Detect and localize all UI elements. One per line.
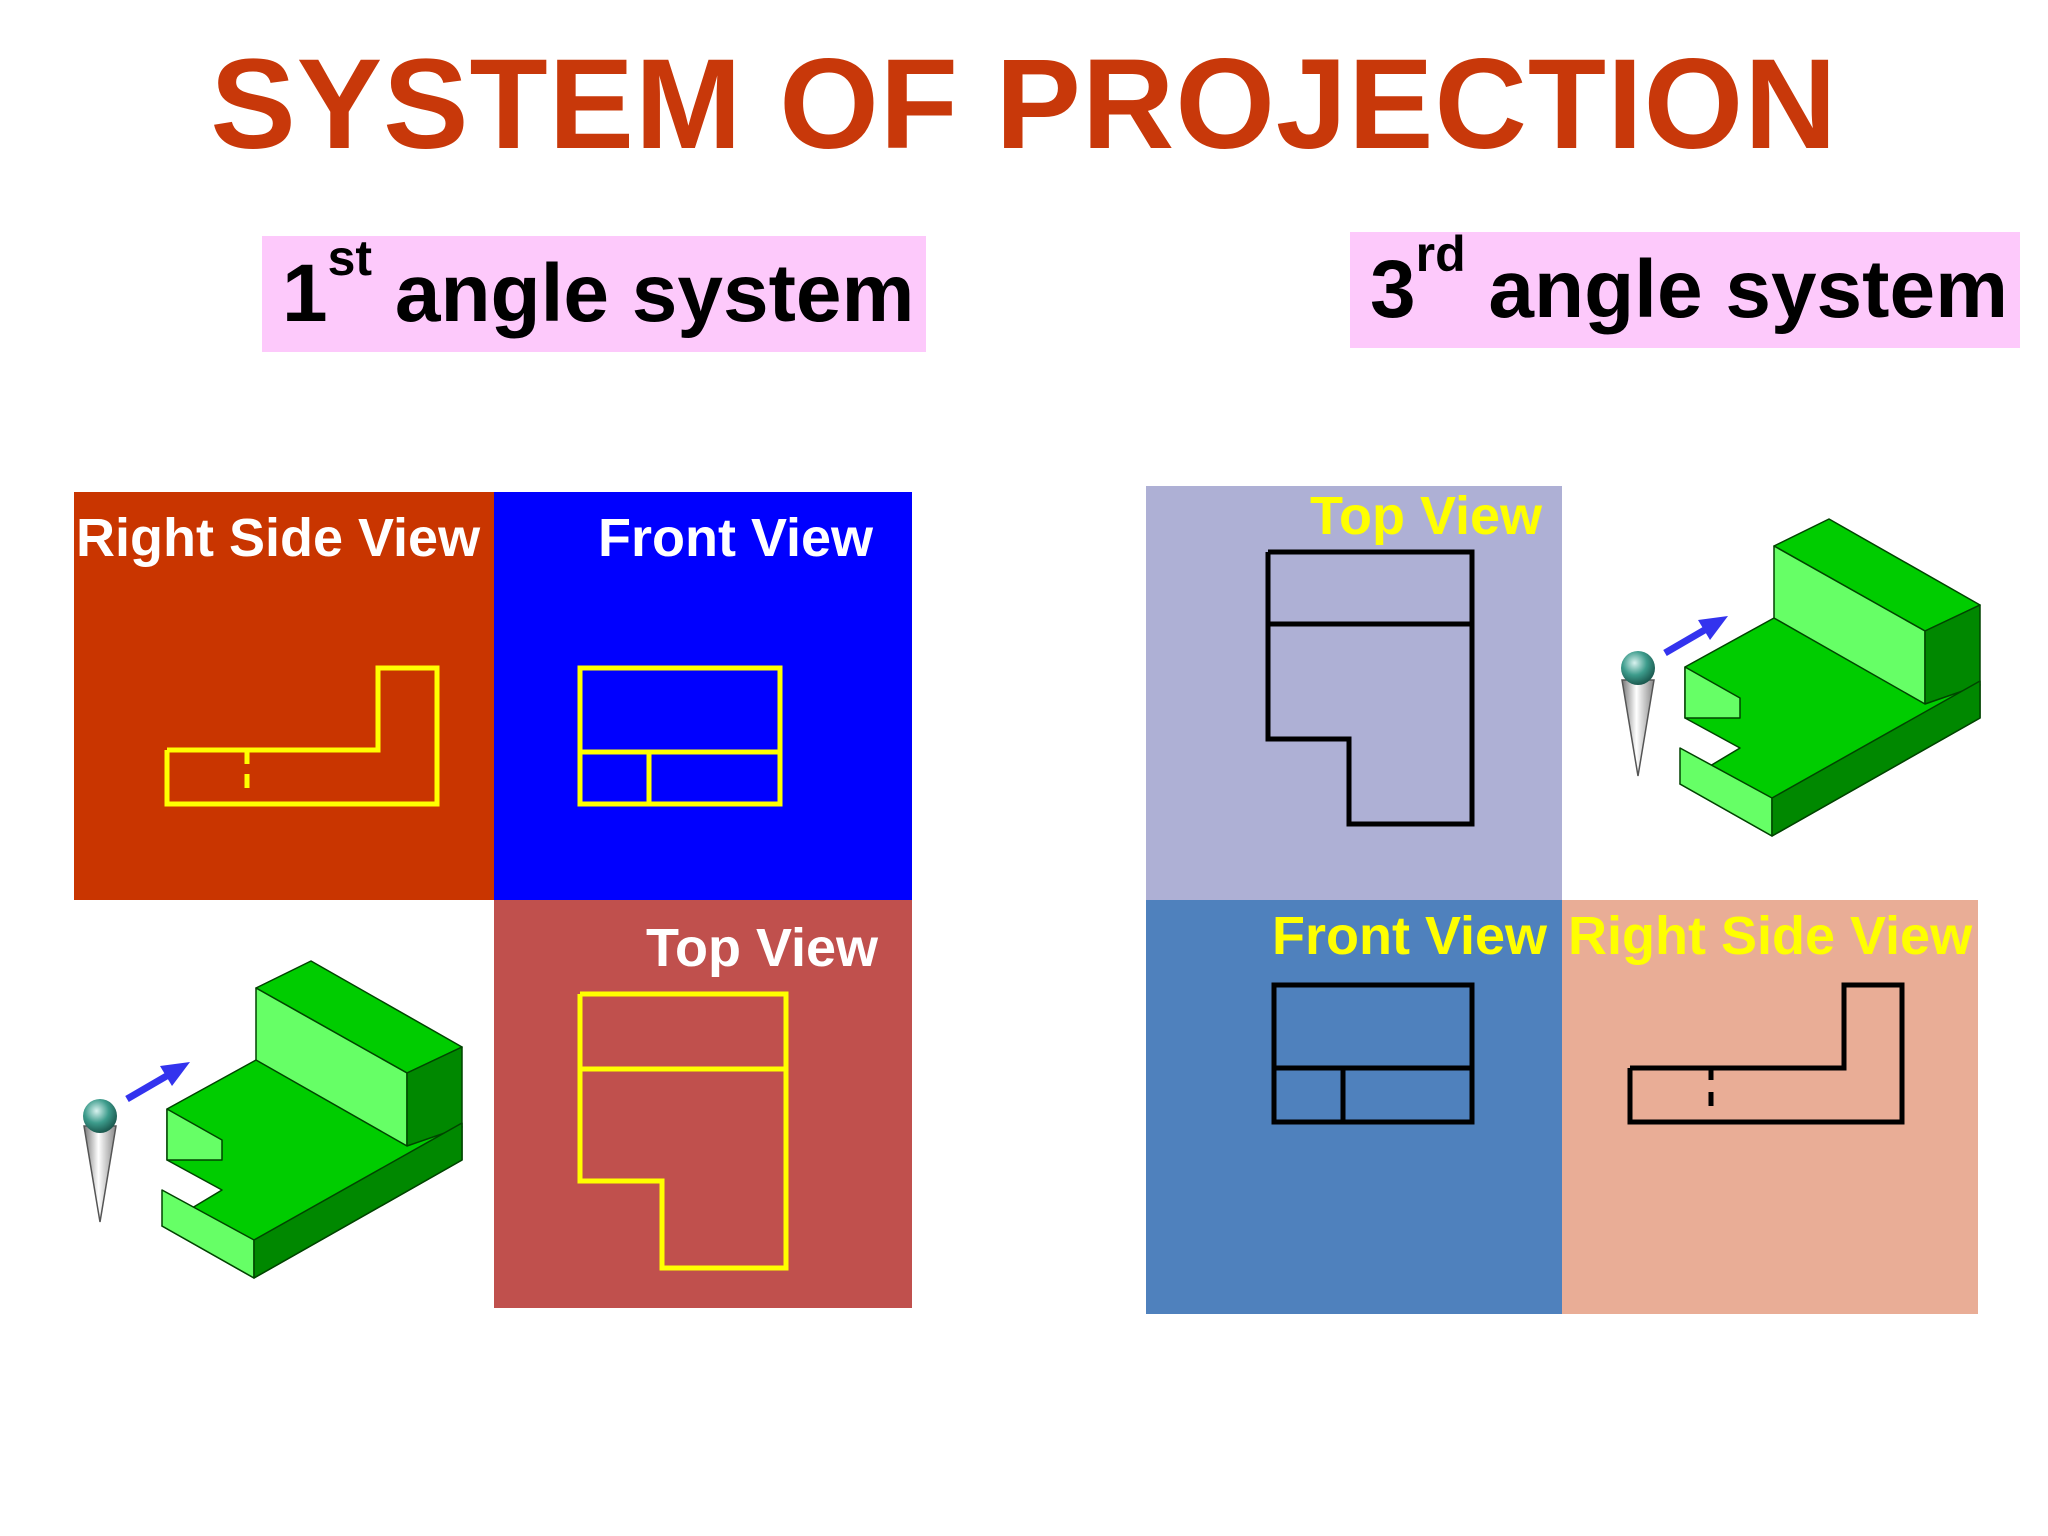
- l-shaped-block: [161, 960, 463, 1279]
- third-angle-system-label: 3rd angle system: [1350, 226, 2020, 348]
- first-angle-front-view-label: Front View: [598, 508, 874, 568]
- third-angle-top-view-drawing: [1265, 549, 1475, 827]
- third-angle-front-view-drawing: [1271, 982, 1475, 1125]
- observer-eye-icon: [83, 1099, 117, 1223]
- third-angle-right-side-view-drawing: [1627, 982, 1905, 1125]
- first-angle-front-panel: Front View: [494, 492, 912, 900]
- third-angle-number: 3: [1370, 244, 1416, 335]
- view-direction-arrow-icon: [1663, 616, 1728, 657]
- first-angle-right-side-view-drawing: [164, 665, 440, 807]
- third-angle-right-side-view-label: Right Side View: [1568, 906, 1973, 966]
- first-angle-top-view-label: Top View: [646, 918, 879, 978]
- first-angle-front-view-drawing: [577, 665, 783, 807]
- third-angle-superscript: rd: [1415, 226, 1466, 282]
- first-angle-right-side-panel: Right Side View: [74, 492, 494, 900]
- third-angle-text: angle system: [1465, 244, 2008, 335]
- first-angle-number: 1: [282, 248, 328, 339]
- third-angle-right-side-panel: Right Side View: [1562, 900, 1978, 1314]
- first-angle-text: angle system: [372, 248, 915, 339]
- first-angle-top-view-drawing: [577, 991, 789, 1271]
- first-angle-superscript: st: [327, 230, 373, 286]
- l-shaped-block: [1679, 518, 1981, 837]
- third-angle-front-view-label: Front View: [1272, 906, 1548, 966]
- page-title: SYSTEM OF PROJECTION: [210, 33, 1838, 176]
- third-angle-top-panel: Top View: [1146, 486, 1562, 900]
- first-angle-system-label: 1st angle system: [262, 230, 926, 352]
- view-direction-arrow-icon: [125, 1062, 190, 1103]
- first-angle-right-side-view-label: Right Side View: [76, 508, 481, 568]
- observer-eye-icon: [1621, 651, 1655, 777]
- first-angle-top-panel: Top View: [494, 900, 912, 1308]
- third-angle-front-panel: Front View: [1146, 900, 1562, 1314]
- third-angle-top-view-label: Top View: [1310, 486, 1543, 546]
